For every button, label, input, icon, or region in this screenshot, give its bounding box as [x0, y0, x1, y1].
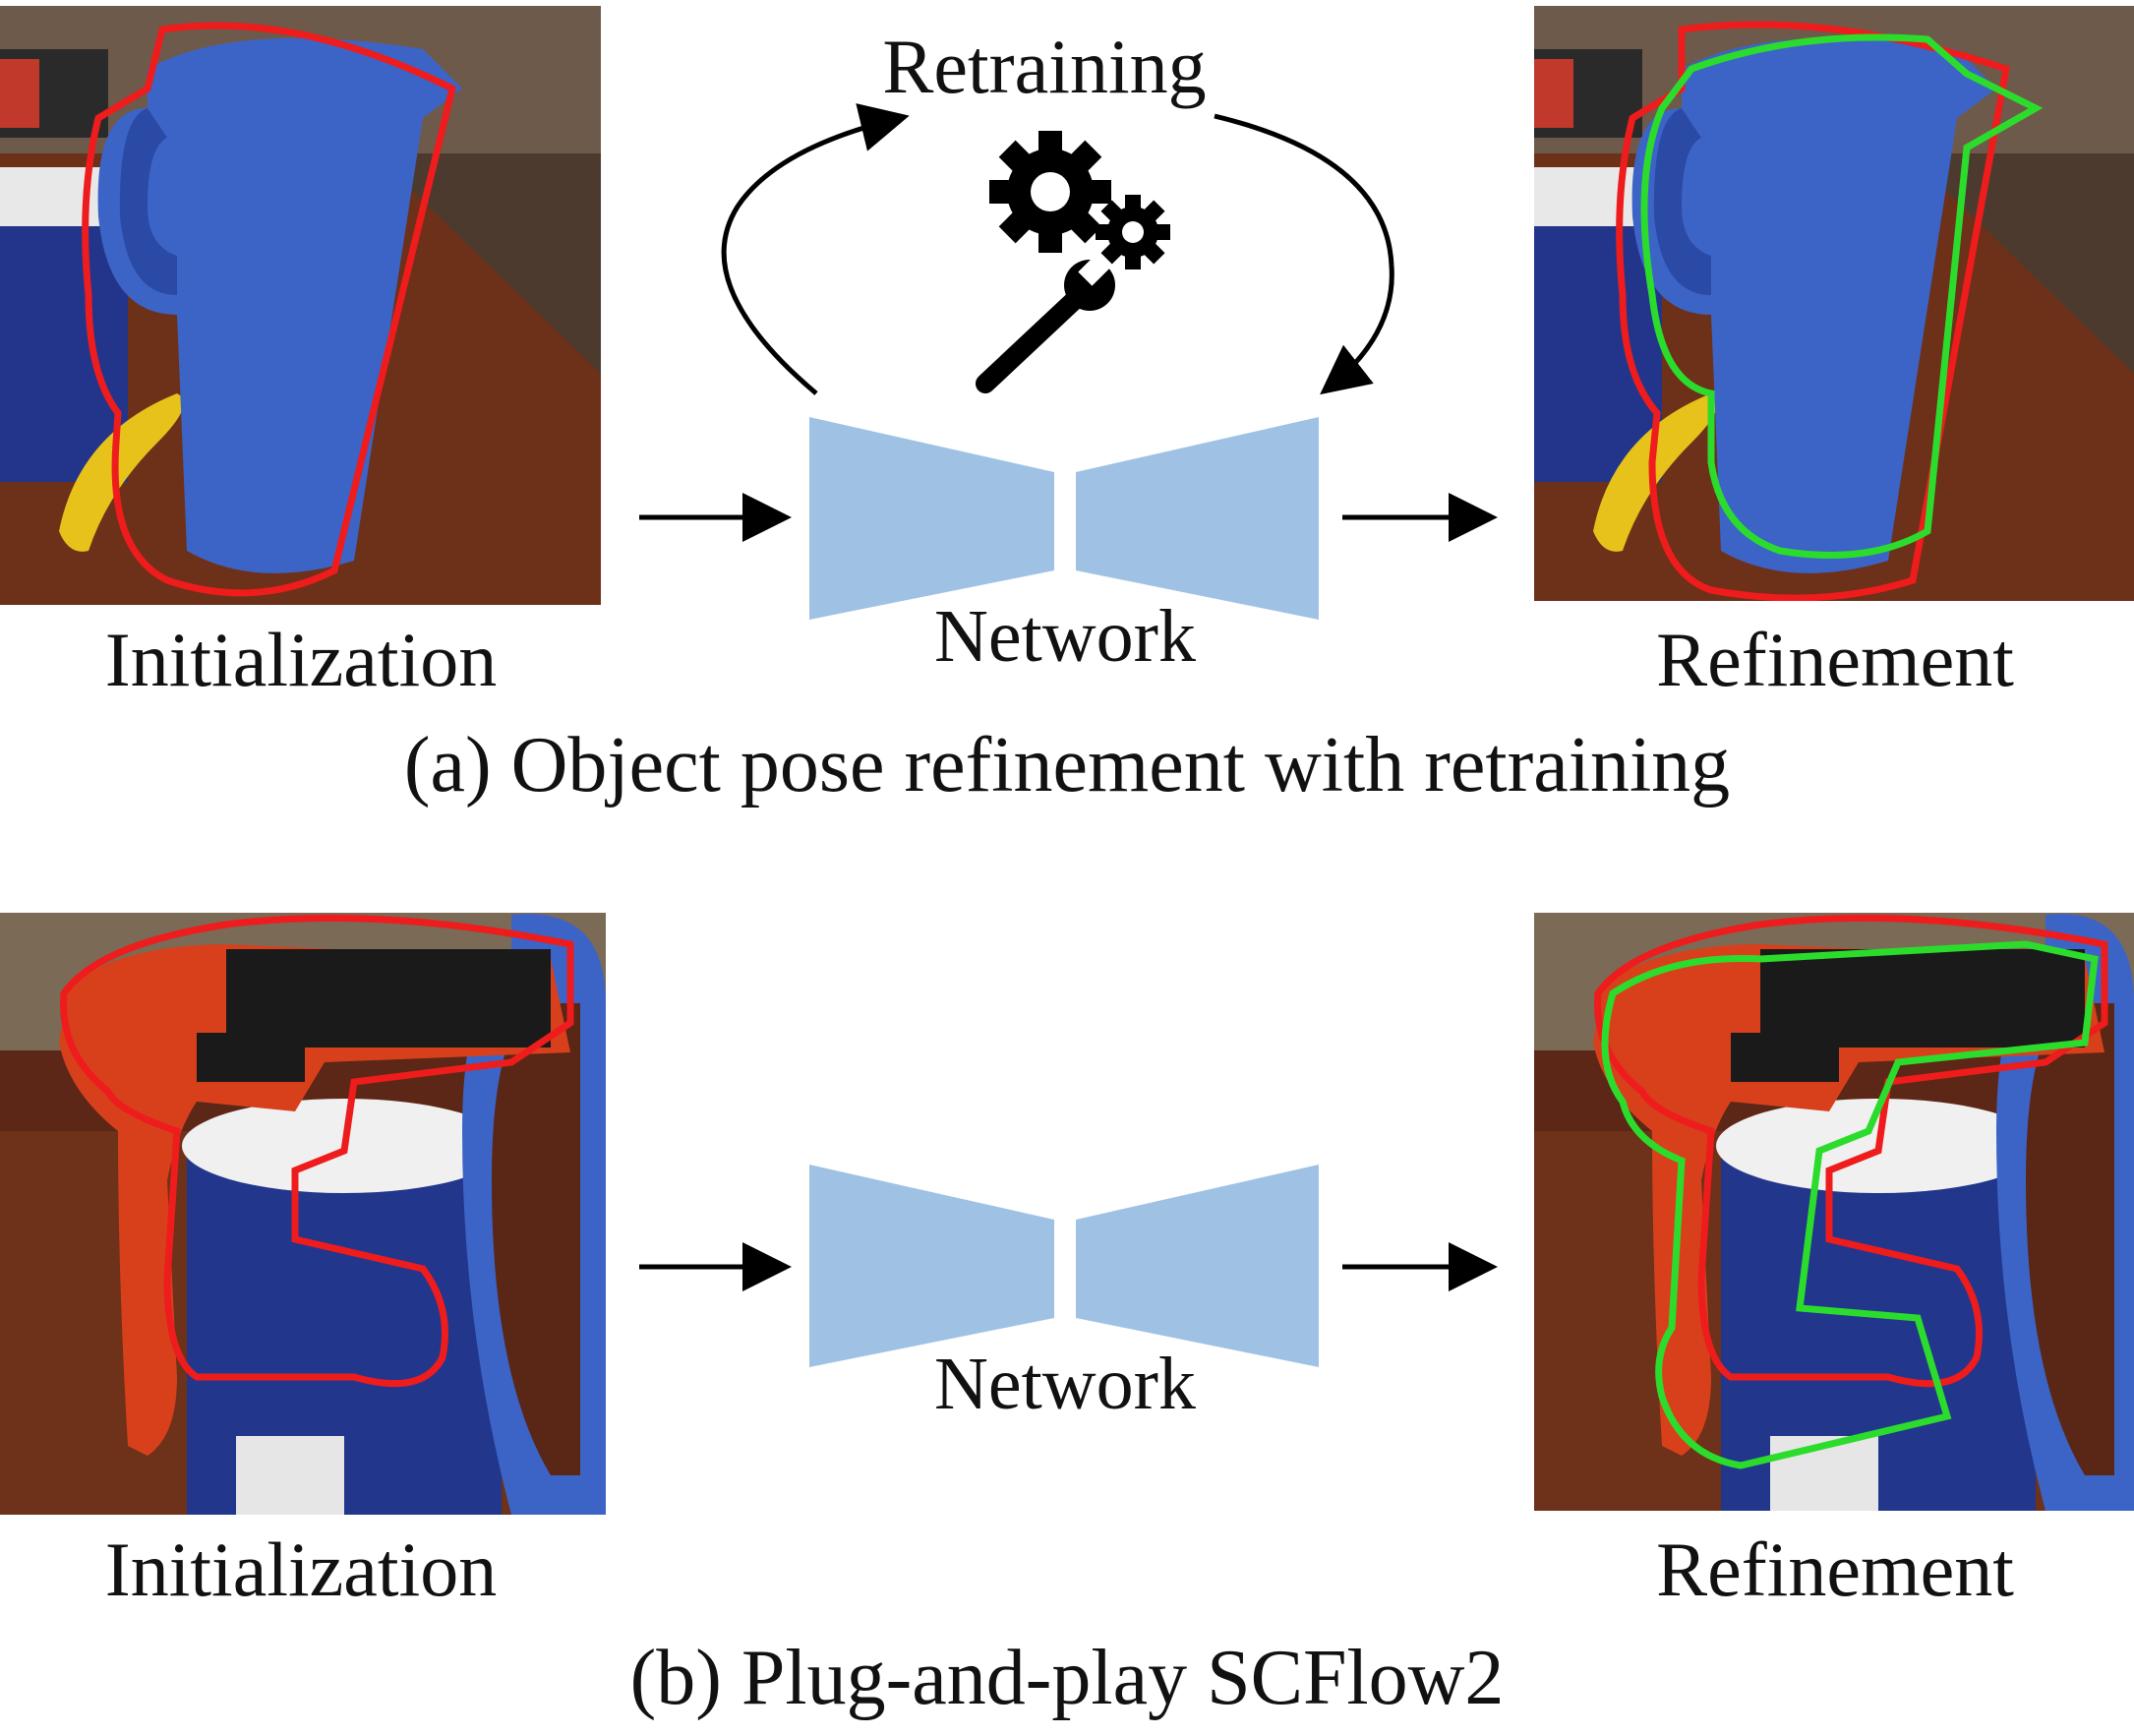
encoder-shape: [809, 417, 1054, 620]
encoder-shape: [809, 1165, 1054, 1367]
decoder-shape: [1076, 1165, 1319, 1367]
network-label-a: Network: [934, 595, 1196, 678]
decoder-shape: [1076, 417, 1319, 620]
panel-b: Network Initialization Refinement (b) Pl…: [0, 913, 2134, 1721]
panel-a: Network Retraining: [0, 6, 2134, 808]
caption-b: (b) Plug-and-play SCFlow2: [630, 1635, 1505, 1721]
network-label-b: Network: [934, 1343, 1196, 1425]
caption-a: (a) Object pose refinement with retraini…: [404, 722, 1730, 808]
network-a: Network: [809, 417, 1319, 678]
refinement-label-b: Refinement: [1656, 1526, 2014, 1612]
initialization-image-a: [0, 6, 601, 605]
wrench-icon: [976, 251, 1115, 393]
network-b: Network: [809, 1165, 1319, 1425]
initialization-image-b: [0, 913, 606, 1515]
retraining-arrow-left: [721, 103, 910, 395]
small-gear-icon: [1096, 195, 1170, 269]
initialization-label-a: Initialization: [105, 617, 498, 702]
refinement-image-a: [1534, 6, 2134, 601]
initialization-label-b: Initialization: [105, 1526, 498, 1612]
large-gear-icon: [989, 131, 1111, 253]
retraining-loop: Retraining: [721, 24, 1394, 395]
retraining-label: Retraining: [882, 24, 1206, 109]
gears-wrench-icon: [976, 131, 1170, 393]
retraining-arrow-right: [1214, 113, 1394, 395]
refinement-label-a: Refinement: [1656, 617, 2014, 702]
refinement-image-b: [1534, 913, 2134, 1511]
